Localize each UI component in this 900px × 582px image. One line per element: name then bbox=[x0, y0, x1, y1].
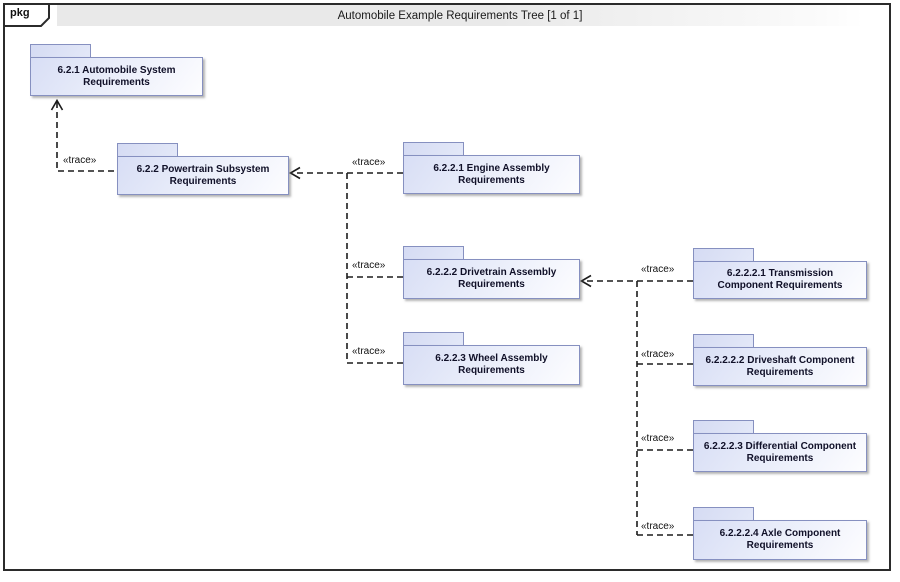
package-label: 6.2.2.2.1 Transmission Component Require… bbox=[717, 268, 843, 291]
package-label: 6.2.2.1 Engine Assembly Requirements bbox=[433, 162, 550, 186]
package-label: 6.2.2.3 Wheel Assembly Requirements bbox=[435, 353, 548, 376]
package-powertrain-subsystem[interactable]: 6.2.2 Powertrain Subsystem Requirements bbox=[117, 143, 289, 195]
package-label: 6.2.2.2 Drivetrain Assembly Requirements bbox=[426, 267, 557, 290]
pkg-keyword: pkg bbox=[10, 7, 30, 19]
package-axle-component[interactable]: 6.2.2.2.4 Axle Component Requirements bbox=[693, 507, 867, 560]
trace-label[interactable]: «trace» bbox=[641, 349, 675, 360]
package-driveshaft-component[interactable]: 6.2.2.2.2 Driveshaft Component Requireme… bbox=[693, 334, 867, 386]
pkg-frame-tab bbox=[3, 3, 50, 27]
package-tab bbox=[403, 246, 464, 259]
package-label: 6.2.2.2.3 Differential Component Require… bbox=[703, 440, 857, 464]
package-tab bbox=[693, 334, 754, 347]
package-transmission-component[interactable]: 6.2.2.2.1 Transmission Component Require… bbox=[693, 248, 867, 299]
package-label: 6.2.2 Powertrain Subsystem Requirements bbox=[136, 163, 270, 187]
trace-label[interactable]: «trace» bbox=[352, 260, 386, 271]
trace-connector-powertrain-to-autosystem[interactable] bbox=[50, 98, 118, 172]
package-tab bbox=[117, 143, 178, 156]
package-tab bbox=[403, 332, 464, 345]
package-automobile-system[interactable]: 6.2.1 Automobile System Requirements bbox=[30, 44, 203, 96]
diagram-title: Automobile Example Requirements Tree [1 … bbox=[337, 9, 583, 22]
package-drivetrain-assembly[interactable]: 6.2.2.2 Drivetrain Assembly Requirements bbox=[403, 246, 580, 299]
diagram-title-bar: Automobile Example Requirements Tree [1 … bbox=[57, 5, 863, 26]
trace-label[interactable]: «trace» bbox=[352, 346, 386, 357]
package-tab bbox=[693, 420, 754, 433]
arrowhead-left bbox=[579, 274, 592, 288]
trace-connector-children-to-drivetrain[interactable] bbox=[579, 274, 694, 536]
package-tab bbox=[693, 248, 754, 261]
package-tab bbox=[403, 142, 464, 155]
trace-label[interactable]: «trace» bbox=[641, 521, 675, 532]
package-label: 6.2.2.2.4 Axle Component Requirements bbox=[719, 528, 841, 551]
arrowhead-left bbox=[288, 166, 301, 180]
trace-connector-children-to-powertrain[interactable] bbox=[288, 166, 404, 364]
package-engine-assembly[interactable]: 6.2.2.1 Engine Assembly Requirements bbox=[403, 142, 580, 194]
trace-label[interactable]: «trace» bbox=[63, 155, 97, 166]
trace-label[interactable]: «trace» bbox=[641, 433, 675, 444]
package-tab bbox=[30, 44, 91, 57]
package-label: 6.2.2.2.2 Driveshaft Component Requireme… bbox=[705, 354, 855, 378]
package-wheel-assembly[interactable]: 6.2.2.3 Wheel Assembly Requirements bbox=[403, 332, 580, 385]
package-tab bbox=[693, 507, 754, 520]
arrowhead-up bbox=[50, 98, 64, 111]
package-differential-component[interactable]: 6.2.2.2.3 Differential Component Require… bbox=[693, 420, 867, 472]
package-label: 6.2.1 Automobile System Requirements bbox=[57, 64, 176, 88]
trace-label[interactable]: «trace» bbox=[352, 157, 386, 168]
trace-label[interactable]: «trace» bbox=[641, 264, 675, 275]
